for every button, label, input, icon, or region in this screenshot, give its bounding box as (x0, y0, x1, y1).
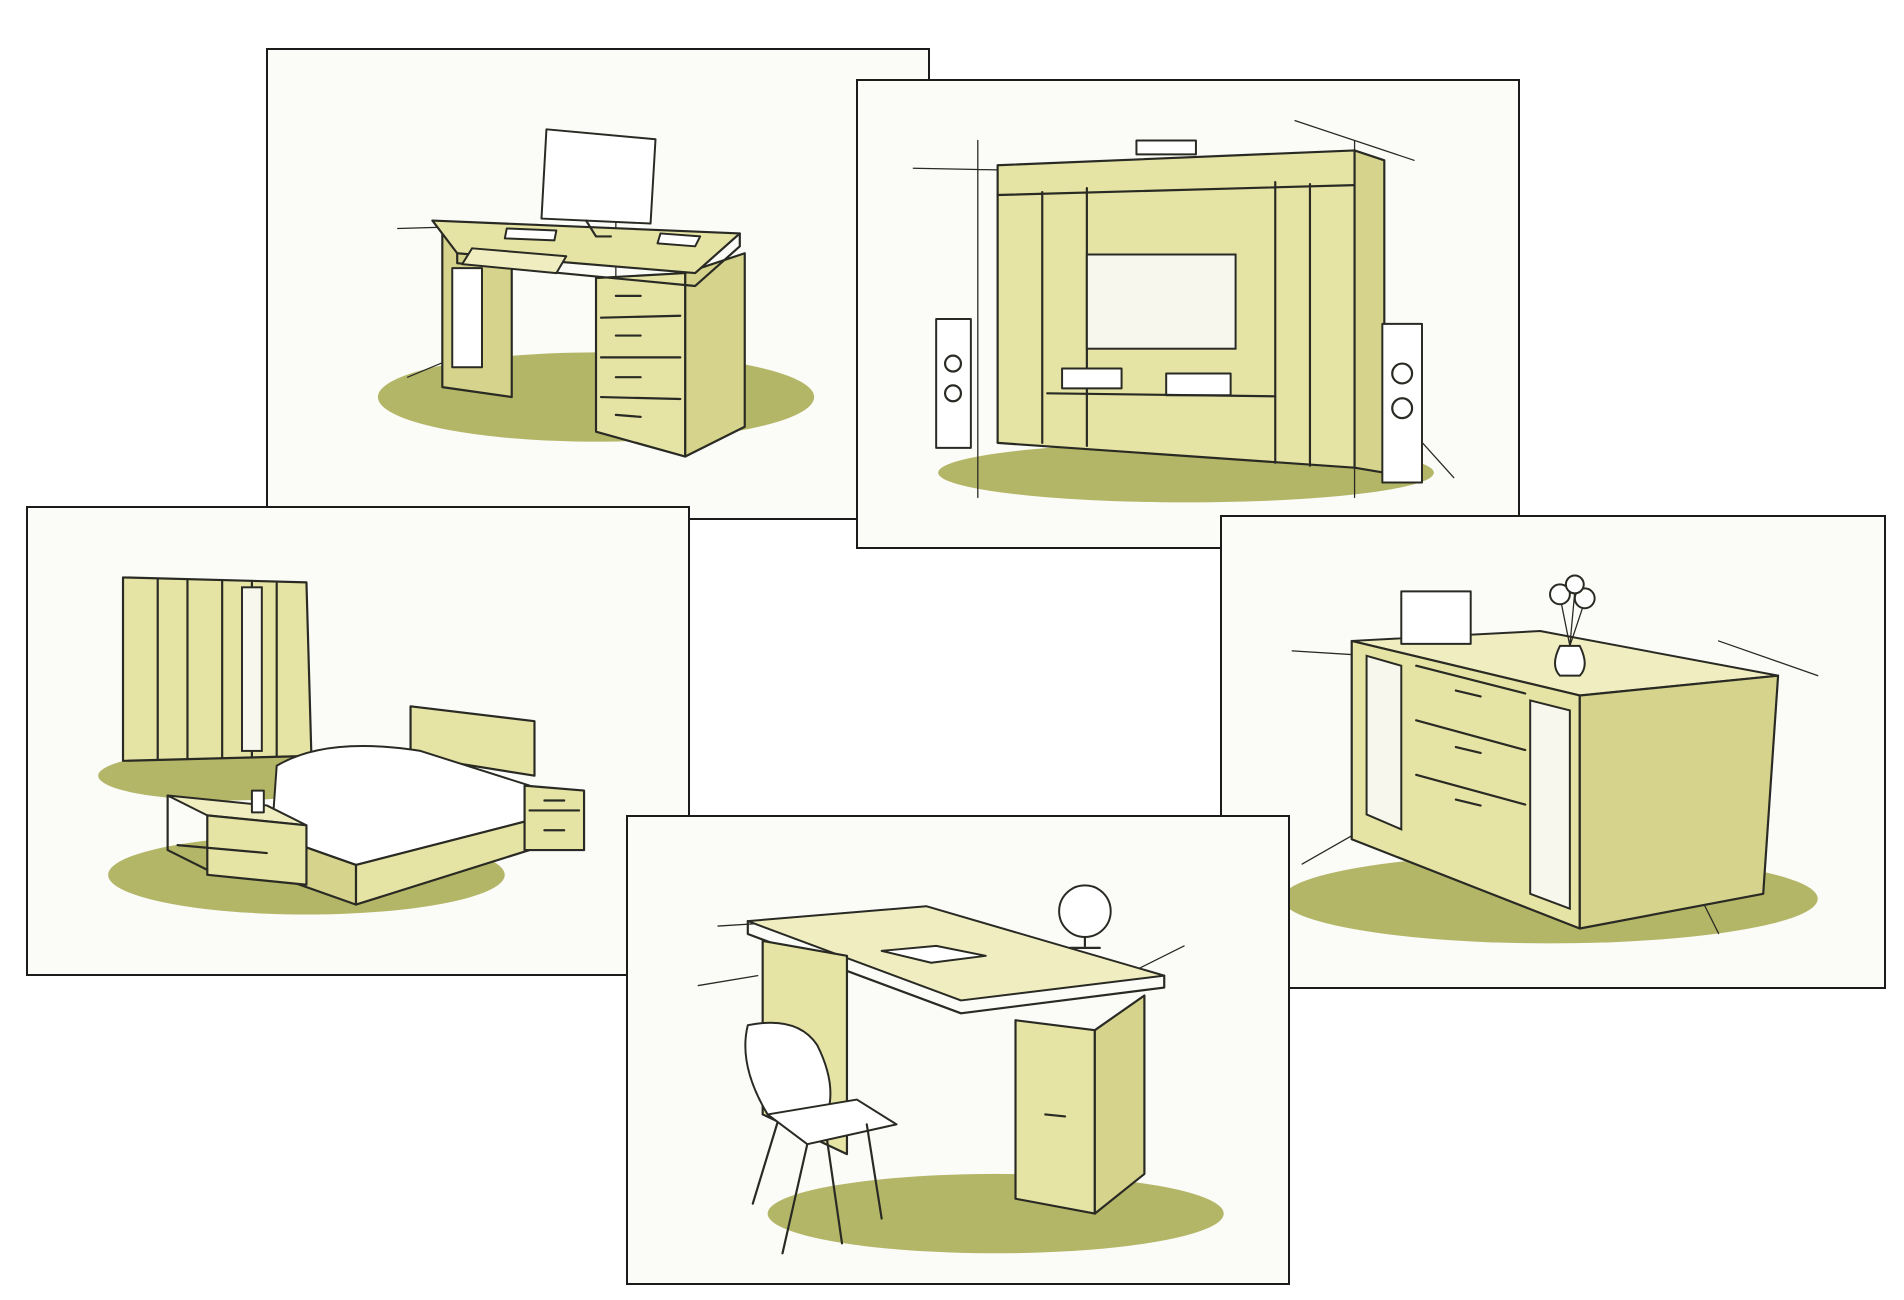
center-speaker (1135, 139, 1197, 156)
side-table-bottle (250, 789, 265, 814)
wardrobe (121, 576, 313, 762)
right-speaker-woofer (1391, 362, 1414, 385)
sideboard-side (1578, 674, 1780, 930)
flower (1549, 583, 1571, 606)
flower-2 (1573, 587, 1596, 610)
chair-legs (751, 1121, 883, 1255)
nightstand (523, 784, 586, 852)
desk-top-edge (456, 232, 741, 288)
amplifier (1165, 372, 1232, 397)
television (1085, 253, 1237, 350)
wall-unit-side (1353, 149, 1386, 474)
drawer-unit-front (594, 272, 687, 458)
monitor-stand (585, 219, 612, 238)
av-receiver (1061, 367, 1123, 390)
flower-3 (1564, 574, 1585, 595)
sketch-card-sideboard (1220, 515, 1886, 989)
sketch-card-writing-desk (626, 815, 1290, 1285)
left-speaker-woofer (943, 354, 963, 373)
sketch-card-computer-desk (266, 48, 930, 520)
globe (1058, 884, 1112, 938)
keyboard-tray (461, 247, 568, 275)
right-pedestal-side (1093, 994, 1146, 1215)
nightstand-drawers (528, 799, 581, 832)
drawer-unit-side (684, 252, 746, 458)
vase (1553, 644, 1586, 677)
side-table-frame (166, 794, 268, 871)
monitor (540, 128, 657, 225)
bedroom-set-drawing (98, 576, 586, 915)
pedestal-handle (1044, 1113, 1067, 1118)
tv-wall-unit-drawing (912, 120, 1455, 503)
tablet (656, 232, 702, 248)
drawer-lines (599, 294, 682, 418)
sketch-card-bedroom-set (26, 506, 690, 976)
wardrobe-doors (156, 578, 278, 761)
pc-tower (451, 267, 483, 369)
left-speaker-woofer-2 (943, 384, 963, 403)
picture-frame (1400, 590, 1472, 645)
left-glass-door (1365, 654, 1403, 831)
sketch-card-tv-wall-unit (856, 79, 1520, 549)
writing-desk-drawing (697, 884, 1224, 1255)
desk-top-edge (746, 920, 1166, 1015)
open-book (503, 227, 558, 242)
right-glass-door (1529, 699, 1571, 911)
right-speaker (1381, 322, 1423, 484)
sideboard-drawing (1282, 574, 1819, 944)
construction-lines (1291, 640, 1819, 935)
open-book (880, 944, 987, 964)
chair-seat (766, 1098, 898, 1146)
wardrobe-mirror (241, 586, 263, 752)
computer-desk-drawing (377, 128, 815, 458)
right-pedestal (1014, 1019, 1096, 1215)
chair-back (744, 1021, 832, 1116)
equipment-shelf (1046, 392, 1277, 398)
left-speaker (935, 317, 972, 449)
sideboard-drawers (1415, 664, 1527, 807)
side-table-body (206, 814, 308, 886)
floor-shadow (767, 1173, 1224, 1254)
globe-stand (1068, 935, 1101, 949)
right-speaker-woofer-2 (1391, 397, 1414, 420)
